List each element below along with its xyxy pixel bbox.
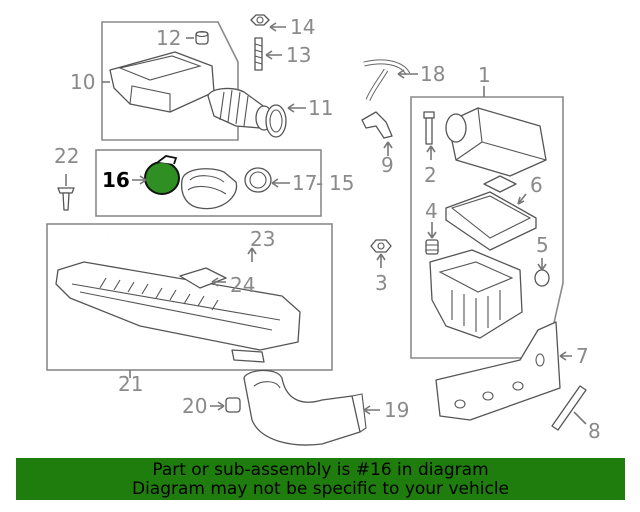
callout-7: 7 [576,344,589,368]
callout-22: 22 [54,144,79,168]
part-10-upper-duct[interactable] [109,51,273,131]
part-1-air-cleaner[interactable] [445,107,547,177]
callout-20: 20 [182,394,207,418]
part-2-bolt[interactable] [423,111,435,145]
callout-9: 9 [381,153,394,177]
callout-13: 13 [286,43,311,67]
part-9-bracket[interactable] [361,111,393,139]
callout-12: 12 [156,26,181,50]
callout-16: 16 [102,168,130,192]
callout-11: 11 [308,96,333,120]
callout-15: 15 [329,171,354,195]
callout-4: 4 [425,199,438,223]
callout-14: 14 [290,15,315,39]
part-7-bracket[interactable] [435,321,561,421]
part-11-clamp[interactable] [265,104,287,138]
part-17-clamp[interactable] [244,167,272,193]
banner-line-1: Part or sub-assembly is #16 in diagram [152,460,489,480]
part-22-pin[interactable] [57,187,75,211]
callout-15-dash: - [316,171,323,195]
part-19-duct[interactable] [243,369,367,446]
callout-8: 8 [588,419,601,443]
callout-2: 2 [424,163,437,187]
part-12-grommet[interactable] [195,30,209,45]
part-20-clip[interactable] [225,397,241,413]
banner-line-2: Diagram may not be specific to your vehi… [131,479,509,499]
callout-10: 10 [70,70,95,94]
callout-18: 18 [420,62,445,86]
part-13-stud[interactable] [254,37,263,71]
part-15-duct[interactable] [180,168,238,210]
part-3-nut[interactable] [370,239,392,253]
callout-5: 5 [536,233,549,257]
part-18-hose[interactable] [363,59,411,101]
part-lower-housing[interactable] [429,249,523,339]
callout-3: 3 [375,271,388,295]
group-15-frame [95,149,322,217]
group-21-frame [46,223,333,371]
part-4-grommet[interactable] [425,239,439,255]
leader-lines [65,22,587,425]
callout-1: 1 [478,63,491,87]
part-14-nut[interactable] [250,14,270,26]
notice-banner: Part or sub-assembly is #16 in diagram D… [16,458,625,500]
callout-17: 17 [292,171,317,195]
part-16-seal[interactable] [144,155,180,195]
callout-23: 23 [250,227,275,251]
part-8-bracket[interactable] [551,385,587,431]
part-plate [483,175,517,193]
part-6-filter[interactable] [445,191,537,251]
callout-labels: 12 14 13 10 11 22 16 17 - 15 18 1 9 2 6 … [54,15,601,443]
callout-19: 19 [384,398,409,422]
part-5-grommet[interactable] [534,269,550,287]
callout-24: 24 [230,273,255,297]
part-24-label[interactable] [179,267,227,289]
callout-6: 6 [530,173,543,197]
group-1-frame [410,96,564,359]
callout-21: 21 [118,372,143,396]
part-21-shield[interactable] [55,261,301,363]
